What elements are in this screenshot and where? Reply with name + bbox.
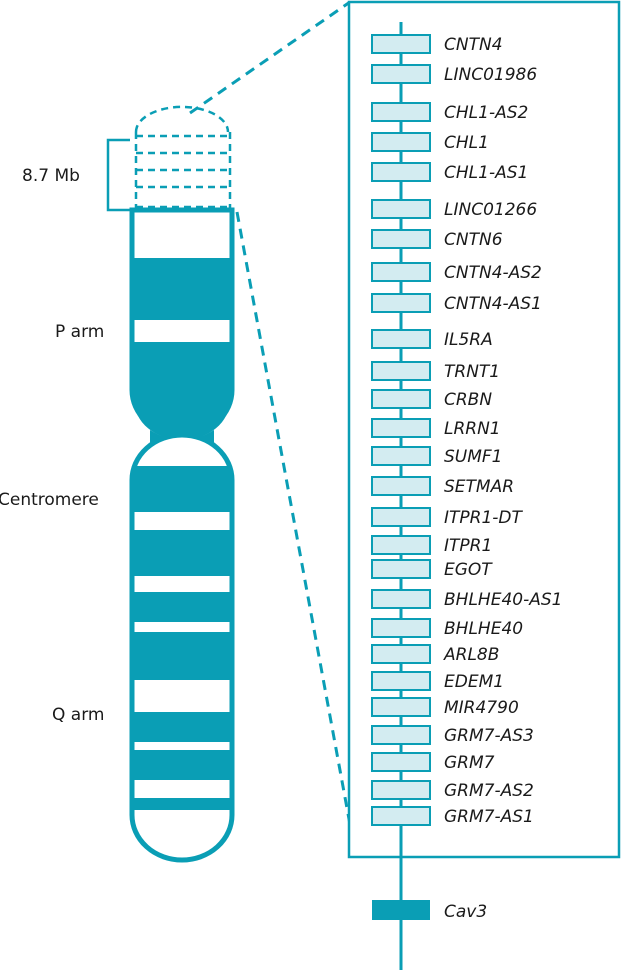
q-arm [129, 432, 235, 863]
gene-box [371, 618, 431, 638]
gene-box [371, 229, 431, 249]
gene-label: CNTN4-AS2 [444, 263, 542, 283]
gene-label: LINC01266 [444, 200, 537, 220]
region-size-label: 8.7 Mb [22, 166, 80, 186]
cav3-gene-box [372, 900, 430, 920]
region-bracket [106, 138, 130, 212]
gene-box [371, 361, 431, 381]
gene-label: GRM7-AS2 [444, 781, 534, 801]
dashed-terminal-region [134, 105, 232, 209]
gene-label: EDEM1 [444, 672, 504, 692]
gene-box [371, 476, 431, 496]
gene-label: CRBN [444, 390, 492, 410]
gene-label: BHLHE40 [444, 619, 523, 639]
chromosome [106, 105, 235, 863]
gene-label: EGOT [444, 560, 493, 580]
gene-box [371, 644, 431, 664]
gene-box [371, 535, 431, 555]
gene-label: GRM7-AS3 [444, 726, 534, 746]
gene-box [371, 162, 431, 182]
zoom-connector-bottom [235, 211, 358, 858]
gene-label: IL5RA [444, 330, 493, 350]
gene-box [371, 102, 431, 122]
gene-box [371, 262, 431, 282]
gene-box [371, 293, 431, 313]
gene-list: CNTN4LINC01986CHL1-AS2CHL1CHL1-AS1LINC01… [371, 34, 562, 827]
gene-label: TRNT1 [444, 362, 500, 382]
gene-label: CNTN6 [444, 230, 503, 250]
gene-label: CHL1-AS2 [444, 103, 528, 123]
gene-label: CNTN4-AS1 [444, 294, 542, 314]
gene-label: SETMAR [444, 477, 514, 497]
gene-label: MIR4790 [444, 698, 519, 718]
q-arm-label: Q arm [52, 705, 104, 725]
gene-box [371, 418, 431, 438]
gene-box [371, 780, 431, 800]
gene-label: CNTN4 [444, 35, 503, 55]
gene-box [371, 671, 431, 691]
gene-box [371, 34, 431, 54]
cav3-gene-label: Cav3 [444, 902, 487, 922]
gene-box [371, 329, 431, 349]
gene-box [371, 199, 431, 219]
gene-label: SUMF1 [444, 447, 503, 467]
gene-label: CHL1 [444, 133, 489, 153]
gene-box [371, 806, 431, 826]
gene-box [371, 752, 431, 772]
gene-box [371, 725, 431, 745]
gene-box [371, 446, 431, 466]
gene-label: ITPR1 [444, 536, 492, 556]
gene-label: GRM7-AS1 [444, 807, 534, 827]
gene-box [371, 507, 431, 527]
gene-label: CHL1-AS1 [444, 163, 528, 183]
gene-box [371, 64, 431, 84]
gene-label: ARL8B [443, 645, 499, 665]
gene-box [371, 389, 431, 409]
gene-box [371, 589, 431, 609]
gene-label: ITPR1-DT [444, 508, 524, 528]
gene-label: LRRN1 [444, 419, 501, 439]
gene-box [371, 132, 431, 152]
zoom-connector-top [189, 0, 351, 115]
p-arm [129, 207, 235, 440]
gene-box [371, 697, 431, 717]
gene-label: LINC01986 [444, 65, 537, 85]
centromere-label: Centromere [0, 490, 99, 510]
p-arm-label: P arm [55, 322, 104, 342]
gene-label: BHLHE40-AS1 [444, 590, 562, 610]
gene-box [371, 559, 431, 579]
gene-label: GRM7 [444, 753, 495, 773]
